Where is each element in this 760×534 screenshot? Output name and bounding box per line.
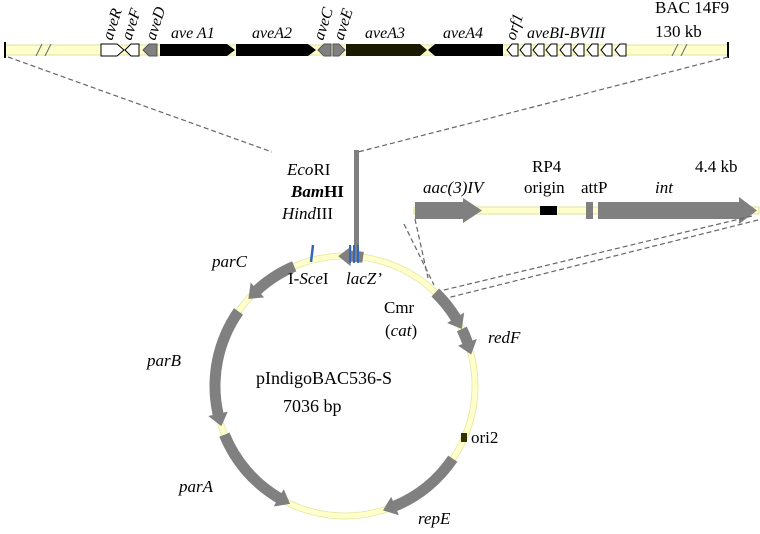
redF-label: redF	[488, 328, 521, 347]
parC-label: parC	[211, 252, 248, 271]
cloning-sites: EcoRI BamHI HindIII	[281, 150, 359, 253]
ori2-box	[461, 433, 467, 442]
isce-label: I-SceI	[288, 269, 329, 288]
attp-label: attP	[581, 178, 607, 197]
aveA3-label: aveA3	[365, 25, 405, 42]
aveA4-arrow	[428, 44, 503, 56]
aveBI-BVIII-arrows	[506, 43, 627, 57]
aveD-label: aveD	[143, 4, 170, 42]
aac-arrow	[415, 198, 482, 223]
zoom-lines	[7, 56, 729, 153]
rp4-origin-box	[540, 206, 557, 215]
ecori-label: EcoRI	[286, 160, 331, 179]
aveA1-arrow	[160, 44, 235, 56]
parB-label: parB	[146, 351, 182, 370]
mcs-sites	[349, 245, 359, 263]
bac-break-right	[671, 43, 688, 57]
rp4-label: RP4	[532, 157, 562, 176]
insertion-stem	[354, 150, 359, 253]
aveA2-label: aveA2	[252, 25, 292, 42]
aveD-arrow	[142, 43, 158, 57]
cat-arrow	[431, 288, 465, 330]
parA-label: parA	[178, 477, 214, 496]
cassette-map: 4.4 kb aac(3)IV RP4 origin attP int	[413, 157, 760, 224]
attp-box	[586, 202, 593, 219]
cassette-insertion-lines	[403, 215, 759, 299]
bac-map: aveR aveF aveD ave A1 aveA2 aveC aveE av…	[4, 0, 729, 58]
plasmid-map: pIndigoBAC536-S 7036 bp I-SceI lacZ’ Cmr…	[146, 244, 521, 528]
plasmid-features	[208, 246, 477, 516]
repE-arrow	[383, 455, 458, 516]
hindiii-label: HindIII	[281, 204, 333, 223]
parB-arrow	[208, 308, 244, 427]
repE-label: repE	[418, 509, 451, 528]
aveA1-label: ave A1	[171, 25, 215, 42]
plasmid-name: pIndigoBAC536-S	[256, 368, 392, 388]
cat-label: (cat)	[385, 321, 417, 340]
aveA4-label: aveA4	[443, 25, 483, 42]
bac-title: BAC 14F9	[655, 0, 729, 17]
parA-arrow	[219, 432, 291, 507]
plasmid-size: 7036 bp	[283, 396, 342, 416]
aveR-arrow	[100, 43, 125, 57]
aveBI-BVIII-label: aveBI-BVIII	[527, 25, 606, 42]
int-arrow	[598, 197, 757, 224]
cmr-label: Cmr	[384, 298, 415, 317]
int-label: int	[655, 178, 674, 197]
parC-arrow	[248, 261, 297, 300]
lacz-label: lacZ’	[346, 269, 382, 288]
aveA2-arrow	[236, 44, 316, 56]
aveA3-arrow	[346, 44, 427, 56]
redF-arrow	[456, 326, 477, 355]
cassette-size: 4.4 kb	[695, 157, 738, 176]
orf1-label: orf1	[503, 12, 527, 43]
aveF-arrow	[124, 43, 140, 57]
aac-label: aac(3)IV	[423, 178, 486, 197]
aveC-arrow	[317, 43, 332, 57]
bac-size: 130 kb	[655, 22, 702, 41]
aveE-arrow	[332, 43, 346, 57]
bac-break-left	[35, 43, 52, 57]
ori2-label: ori2	[471, 428, 498, 447]
isce-site	[309, 244, 315, 263]
bamhi-label: BamHI	[290, 182, 344, 201]
lacz-arrow	[338, 246, 364, 267]
rp4-origin-label: origin	[524, 178, 565, 197]
